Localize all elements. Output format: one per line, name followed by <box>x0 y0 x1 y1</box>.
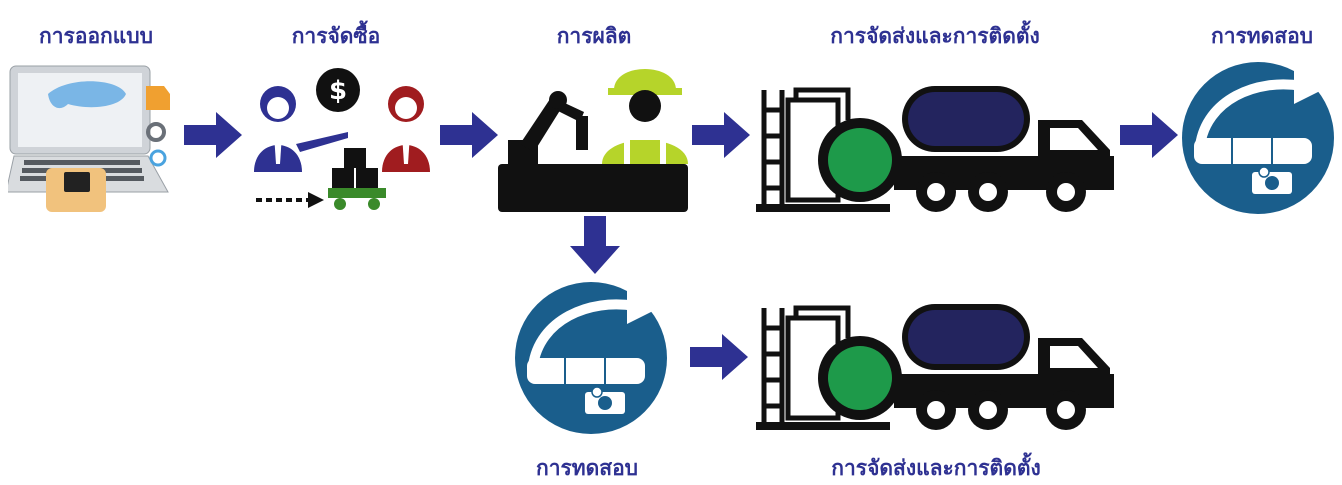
svg-text:$: $ <box>329 76 347 106</box>
flow-arrow-right <box>440 112 498 158</box>
laptop-icon <box>8 65 170 212</box>
step-label-testing: การทดสอบ <box>1210 24 1314 48</box>
flow-arrow-right <box>692 112 750 158</box>
step-label-production: การผลิต <box>556 24 632 48</box>
flow-arrow-right <box>184 112 242 158</box>
flow-arrow-right <box>690 334 748 380</box>
branch-label-delivery-installation: การจัดส่งและการติดตั้ง <box>831 456 1041 480</box>
tanker-truck-icon <box>756 304 1114 430</box>
branch-label-testing: การทดสอบ <box>535 456 639 480</box>
factory-worker-icon <box>498 69 688 212</box>
step-label-delivery-installation: การจัดส่งและการติดตั้ง <box>830 24 1040 48</box>
tanker-truck-icon <box>756 86 1114 212</box>
pressure-test-icon <box>515 282 667 434</box>
step-label-procurement: การจัดซื้อ <box>291 24 381 48</box>
buyer-seller-icon: $ <box>254 68 430 210</box>
step-label-design: การออกแบบ <box>39 24 153 48</box>
flow-arrow-right <box>1120 112 1178 158</box>
pressure-test-icon <box>1182 62 1334 214</box>
flow-arrow-down <box>570 216 620 274</box>
